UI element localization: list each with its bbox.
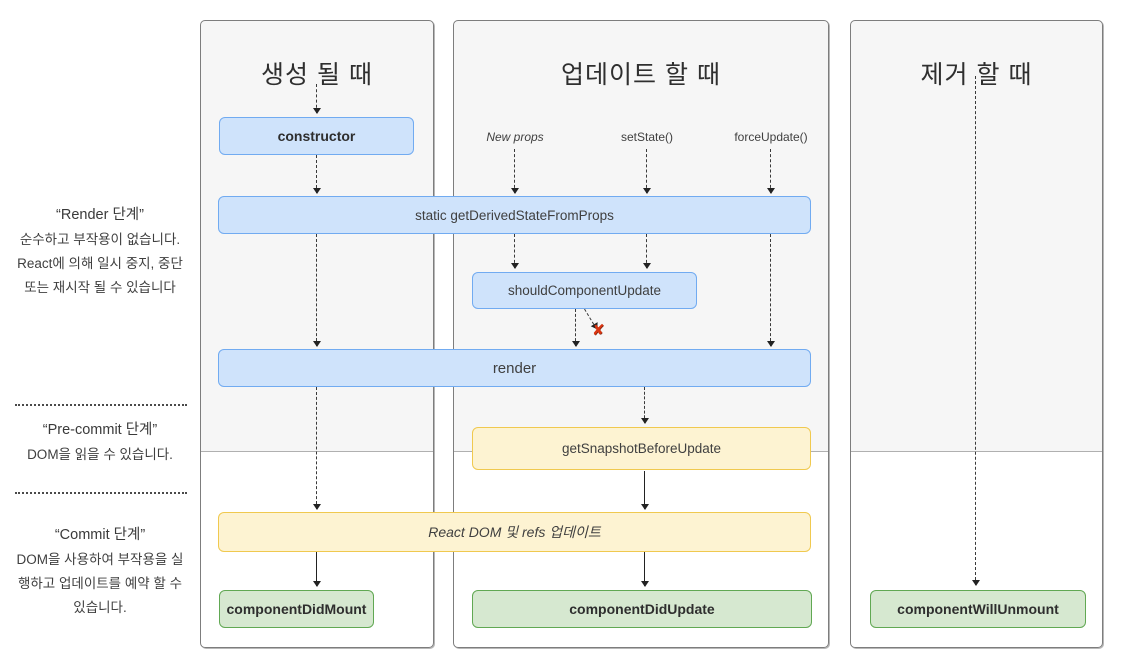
arrow-forceupdate-to-render (766, 234, 775, 347)
node-react-dom-refs-update: React DOM 및 refs 업데이트 (218, 512, 811, 552)
trigger-force-update: forceUpdate() (734, 130, 808, 144)
precommit-phase-description: DOM을 읽을 수 있습니다. (27, 447, 173, 462)
phase-divider (201, 451, 433, 452)
panel-update: 업데이트 할 때 (453, 20, 829, 648)
arrow-render-to-reactdom-mount (312, 387, 321, 510)
node-component-did-update[interactable]: componentDidUpdate (472, 590, 812, 628)
update-cancelled-x-icon: ✘ (592, 322, 605, 339)
arrow-getderived-to-shouldupdate-right (642, 234, 651, 269)
node-should-component-update[interactable]: shouldComponentUpdate (472, 272, 697, 309)
node-render[interactable]: render (218, 349, 811, 387)
commit-phase-title: “Commit 단계” (54, 527, 146, 543)
node-constructor[interactable]: constructor (219, 117, 414, 155)
panel-title-unmount: 제거 할 때 (920, 61, 1033, 89)
arrow-title-to-constructor (312, 84, 321, 114)
phase-separator (15, 492, 187, 494)
panel-unmount: 제거 할 때 (850, 20, 1103, 648)
panel-title-mount: 생성 될 때 (261, 61, 373, 89)
node-component-will-unmount[interactable]: componentWillUnmount (870, 590, 1086, 628)
render-phase-title: “Render 단계” (56, 207, 144, 223)
phase-divider (851, 451, 1102, 452)
arrow-getsnapshot-to-reactdom (640, 471, 649, 510)
arrow-reactdom-to-didupdate (640, 552, 649, 587)
arrow-title-to-willunmount (971, 76, 980, 586)
arrow-reactdom-to-didmount (312, 552, 321, 587)
commit-phase-description: DOM을 사용하여 부작용을 실행하고 업데이트를 예약 할 수 있습니다. (16, 552, 184, 615)
node-component-did-mount[interactable]: componentDidMount (219, 590, 374, 628)
trigger-set-state: setState() (620, 130, 674, 144)
arrow-setstate-to-getderived (642, 149, 651, 194)
panel-title-update: 업데이트 할 때 (561, 61, 721, 89)
panel-mount: 생성 될 때 (200, 20, 434, 648)
arrow-render-to-getsnapshot (640, 387, 649, 424)
arrow-newprops-to-getderived (510, 149, 519, 194)
node-get-snapshot-before-update[interactable]: getSnapshotBeforeUpdate (472, 427, 811, 470)
phase-separator (15, 404, 187, 406)
arrow-getderived-to-render-mount (312, 234, 321, 347)
arrow-shouldupdate-to-render (571, 309, 580, 347)
render-phase-description: 순수하고 부작용이 없습니다. React에 의해 일시 중지, 중단 또는 재… (17, 232, 183, 295)
arrow-forceupdate-to-getderived (766, 149, 775, 194)
arrow-getderived-to-shouldupdate-left (510, 234, 519, 269)
arrow-constructor-to-getderived (312, 155, 321, 194)
trigger-new-props: New props (486, 130, 544, 144)
node-get-derived-state-from-props[interactable]: static getDerivedStateFromProps (218, 196, 811, 234)
precommit-phase-title: “Pre-commit 단계” (42, 422, 158, 438)
